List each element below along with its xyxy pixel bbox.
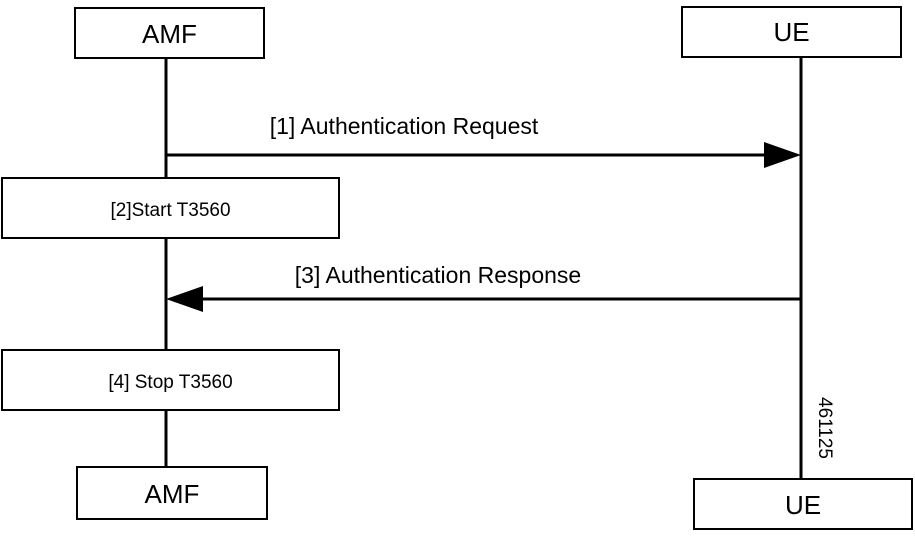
amf-bottom-label: AMF — [145, 479, 200, 509]
ue-bottom-box: UE — [693, 478, 913, 530]
step-box-start-timer: [2]Start T3560 — [1, 177, 340, 239]
step-label-start-timer: [2]Start T3560 — [110, 200, 230, 221]
step-box-stop-timer: [4] Stop T3560 — [1, 349, 340, 411]
ue-top-box: UE — [681, 6, 902, 58]
ue-bottom-label: UE — [785, 490, 821, 520]
amf-top-label: AMF — [142, 19, 197, 49]
figure-id: 461125 — [814, 397, 835, 459]
message-label-authentication-request: [1] Authentication Request — [270, 113, 539, 139]
amf-bottom-box: AMF — [76, 466, 268, 520]
message-label-authentication-response: [3] Authentication Response — [295, 262, 581, 288]
arrowhead-right — [764, 142, 801, 168]
amf-top-box: AMF — [74, 7, 265, 59]
ue-top-label: UE — [773, 17, 809, 47]
step-label-stop-timer: [4] Stop T3560 — [108, 372, 232, 393]
arrowhead-left — [166, 286, 203, 312]
